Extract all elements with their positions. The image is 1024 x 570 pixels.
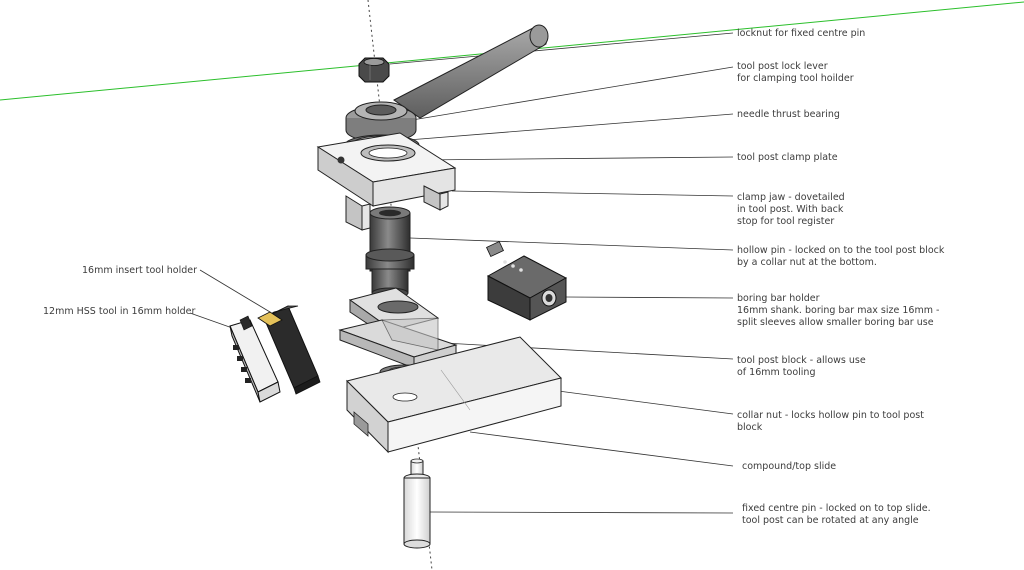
label-line: boring bar holder	[737, 293, 820, 304]
label-line: by a collar nut at the bottom.	[737, 257, 877, 268]
label-line: for clamping tool hoilder	[737, 73, 854, 84]
leader-locknut	[389, 32, 734, 65]
leader-insert-holder	[199, 269, 271, 313]
label-line: 12mm HSS tool in 16mm holder	[43, 306, 196, 317]
label-line: block	[737, 422, 763, 433]
label-hollow-pin: hollow pin - locked on to the tool post …	[737, 245, 944, 269]
label-line: of 16mm tooling	[737, 367, 816, 378]
leader-clamp-plate	[419, 156, 734, 161]
leader-centre-pin	[429, 511, 734, 514]
label-line: tool post lock lever	[737, 61, 828, 72]
label-line: collar nut - locks hollow pin to tool po…	[737, 410, 924, 421]
leader-needle-bearing	[407, 113, 734, 141]
label-clamp-jaw: clamp jaw - dovetailed in tool post. Wit…	[737, 192, 845, 228]
label-line: locknut for fixed centre pin	[737, 28, 866, 39]
leader-boring-bar	[565, 296, 734, 299]
label-line: tool post clamp plate	[737, 152, 838, 163]
leader-hollow-pin	[409, 237, 734, 251]
clamp-jaw	[345, 185, 449, 231]
label-line: in tool post. With back	[737, 204, 844, 215]
boring-bar-holder	[486, 240, 568, 321]
label-needle-bearing: needle thrust bearing	[737, 109, 840, 121]
tool-post-clamp-plate	[316, 132, 457, 207]
label-line: clamp jaw - dovetailed	[737, 192, 845, 203]
label-locknut: locknut for fixed centre pin	[737, 28, 865, 40]
locknut	[358, 57, 390, 83]
label-line: needle thrust bearing	[737, 109, 840, 120]
label-line: tool post can be rotated at any angle	[742, 515, 919, 526]
label-line: split sleeves allow smaller boring bar u…	[737, 317, 934, 328]
label-line: stop for tool register	[737, 216, 835, 227]
label-line: 16mm insert tool holder	[82, 265, 197, 276]
hollow-pin	[365, 206, 415, 299]
insert-tool-holder	[257, 305, 321, 395]
tool-post-lock-lever	[345, 24, 549, 143]
label-compound-slide: compound/top slide	[742, 461, 836, 473]
label-insert-tool-holder: 16mm insert tool holder	[82, 265, 197, 277]
hss-tool-holder	[229, 315, 281, 403]
label-clamp-plate: tool post clamp plate	[737, 152, 838, 164]
label-hss-tool-holder: 12mm HSS tool in 16mm holder	[43, 306, 195, 318]
label-collar-nut: collar nut - locks hollow pin to tool po…	[737, 410, 924, 434]
leader-clamp-jaw	[451, 190, 734, 197]
label-lock-lever: tool post lock lever for clamping tool h…	[737, 61, 854, 85]
leader-lines	[189, 32, 734, 514]
fixed-centre-pin	[403, 458, 431, 549]
label-tool-post-block: tool post block - allows use of 16mm too…	[737, 355, 866, 379]
compound-top-slide	[346, 336, 562, 454]
label-line: 16mm shank. boring bar max size 16mm -	[737, 305, 940, 316]
label-line: tool post block - allows use	[737, 355, 866, 366]
label-line: fixed centre pin - locked on to top slid…	[742, 503, 931, 514]
leader-compound-slide	[469, 431, 734, 467]
label-line: hollow pin - locked on to the tool post …	[737, 245, 945, 256]
leader-lock-lever	[399, 66, 734, 123]
label-boring-bar-holder: boring bar holder 16mm shank. boring bar…	[737, 293, 939, 329]
label-line: compound/top slide	[742, 461, 837, 472]
label-centre-pin: fixed centre pin - locked on to top slid…	[742, 503, 931, 527]
tool-post-block	[338, 287, 458, 369]
